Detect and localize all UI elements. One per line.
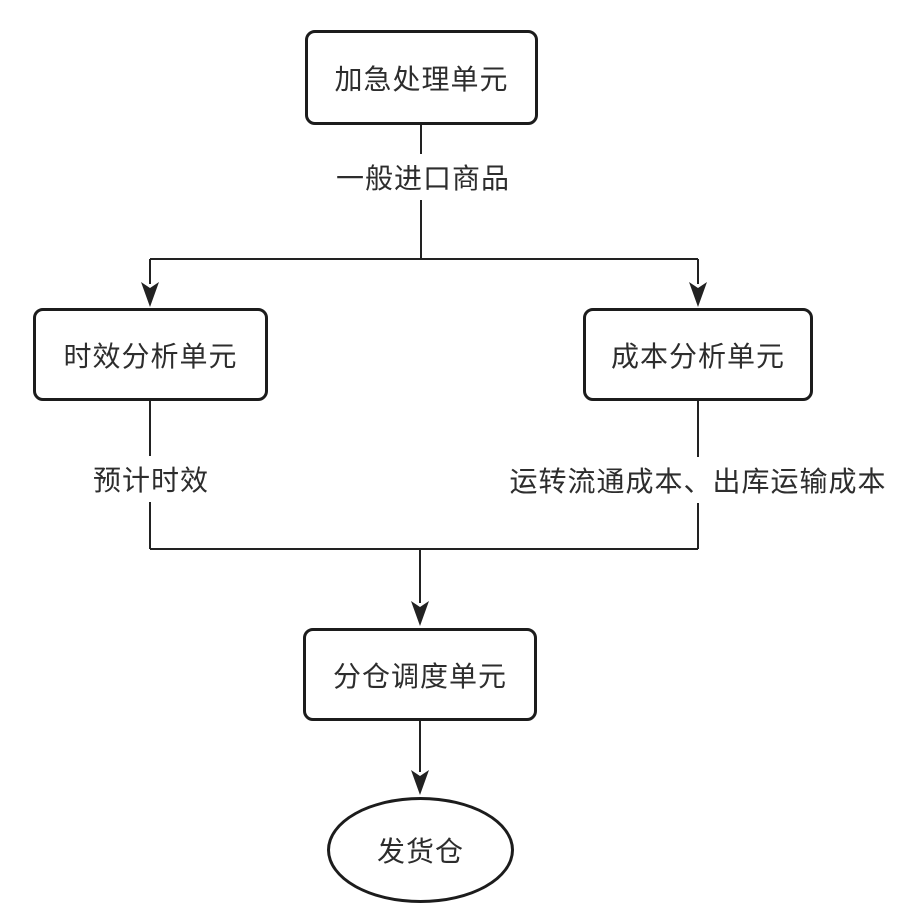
node-dispatch-unit: 分仓调度单元 [303,628,537,721]
arrowhead-timeliness [141,282,159,307]
edge-label-general-goods: 一般进口商品 [330,154,516,200]
node-warehouse-label: 发货仓 [376,836,464,867]
node-cost-label: 成本分析单元 [610,340,785,372]
node-timeliness-unit: 时效分析单元 [33,308,268,401]
arrowhead-cost [689,282,707,307]
node-expedite-unit: 加急处理单元 [305,30,538,125]
node-shipping-warehouse: 发货仓 [327,797,514,903]
arrowhead-warehouse [411,770,429,795]
node-dispatch-label: 分仓调度单元 [332,660,507,692]
arrowhead-dispatch [411,601,429,626]
node-cost-unit: 成本分析单元 [583,308,813,401]
node-expedite-label: 加急处理单元 [334,63,509,95]
edge-label-costs: 运转流通成本、出库运输成本 [504,457,892,503]
edge-label-estimated-time: 预计时效 [87,456,215,502]
node-timeliness-label: 时效分析单元 [63,340,238,372]
